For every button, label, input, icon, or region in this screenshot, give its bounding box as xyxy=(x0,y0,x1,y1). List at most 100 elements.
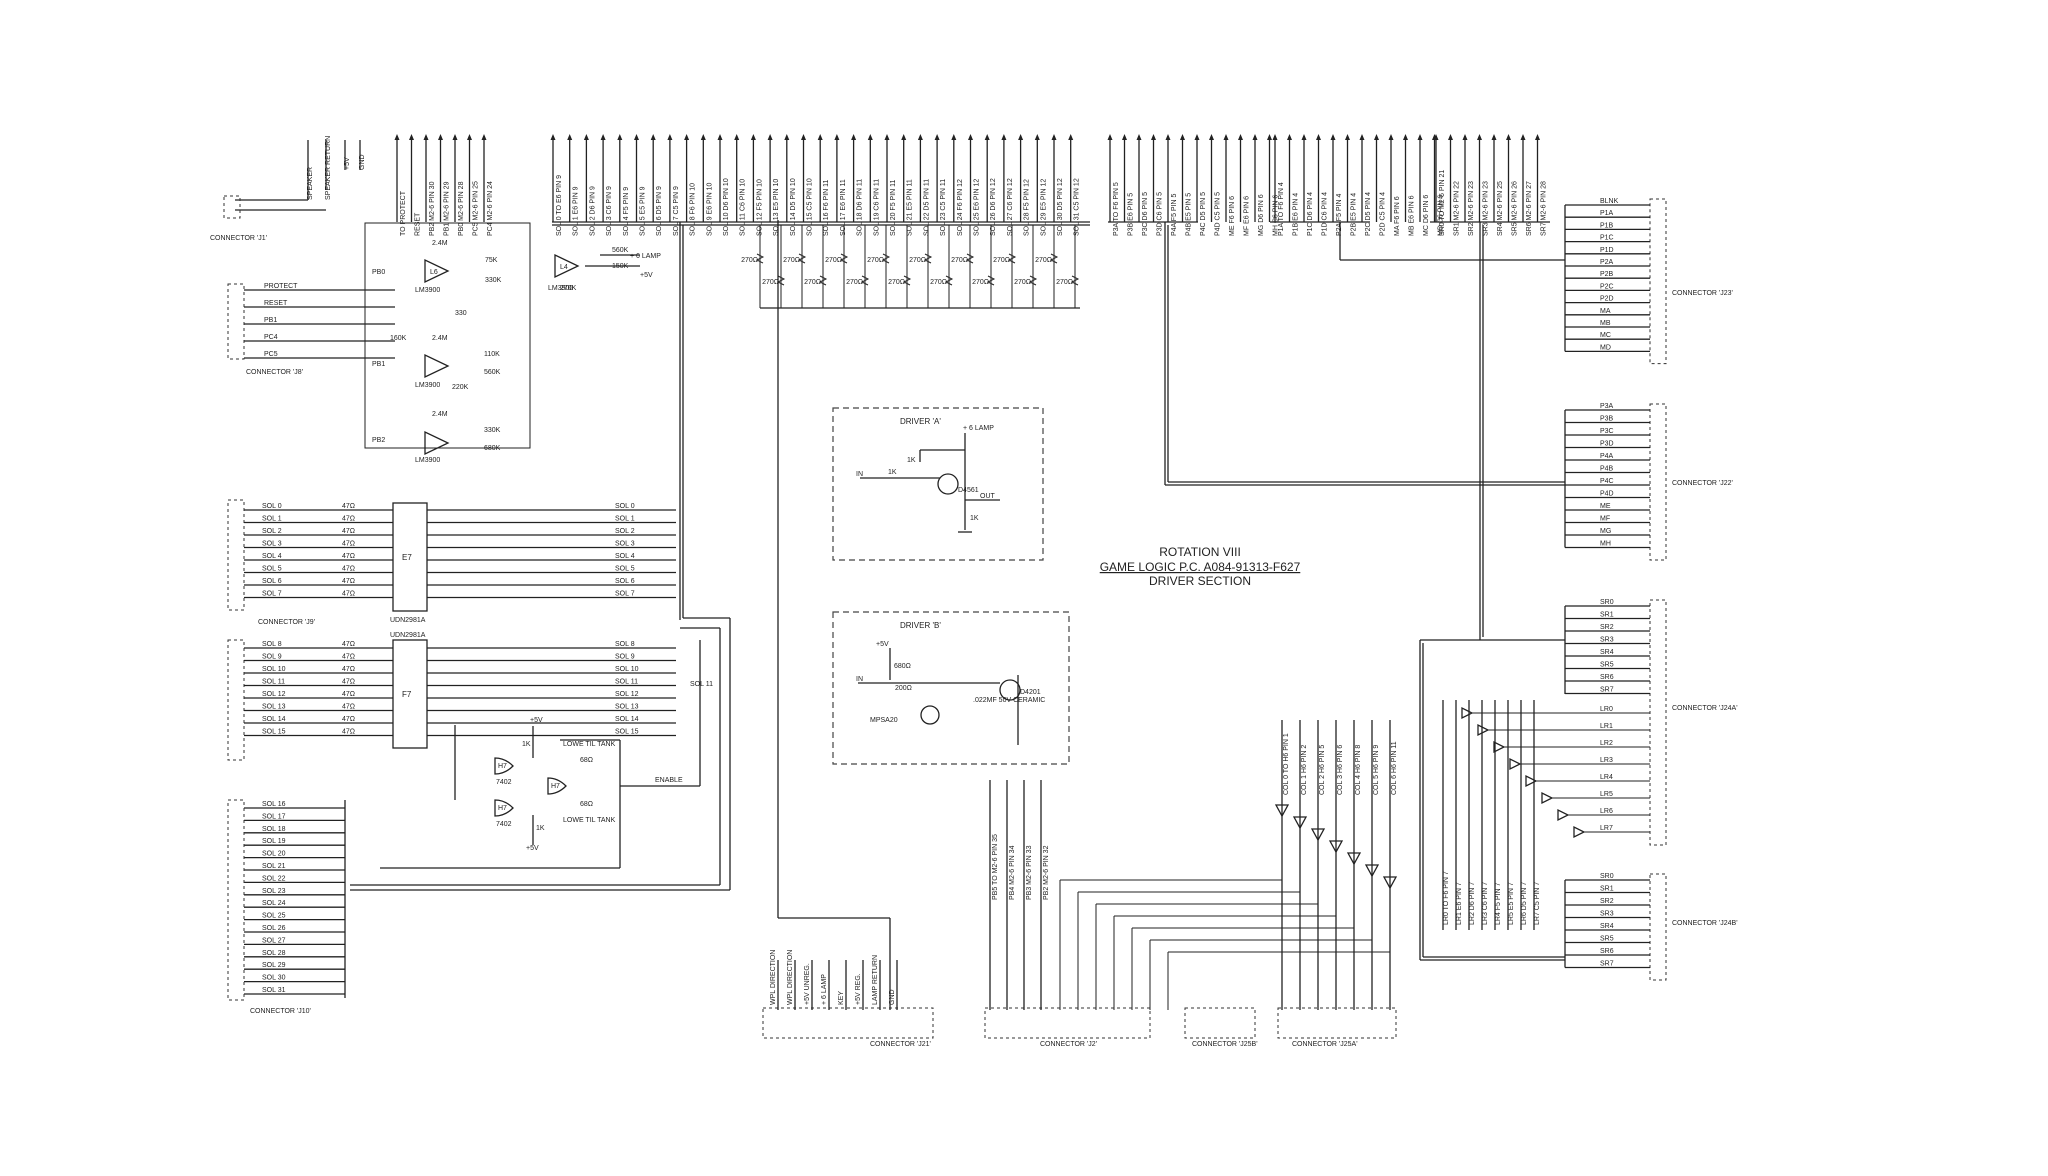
h7-gates: H7 H7 H7 7402 7402 LOWE TIL TANK LOWE TI… xyxy=(380,717,621,869)
j22_pins-pin-7: P4D xyxy=(1600,491,1614,498)
connector-j21-label: CONNECTOR 'J21' xyxy=(870,1041,931,1048)
pullup-2: 270Ω xyxy=(783,257,800,264)
j21-wire-7: GND xyxy=(889,989,896,1005)
driver-b-transistor xyxy=(999,679,1021,701)
connector-j8-body xyxy=(227,283,245,360)
pullup-7: 270Ω xyxy=(888,279,905,286)
l4-label: L4 xyxy=(560,264,568,271)
lr-buffer-3 xyxy=(1509,757,1522,771)
pullup-8: 270Ω xyxy=(909,257,926,264)
lm3900-amp-4 xyxy=(554,253,580,279)
col-buffer-0 xyxy=(1274,804,1290,818)
j24a-pin-1: SR1 xyxy=(1600,612,1614,619)
col-wire-2: COL 2 H6 PIN 5 xyxy=(1319,745,1326,795)
j2-wire-1: PB4 M2-6 PIN 34 xyxy=(1009,845,1016,900)
top_sol-label-7: SOL 7 C5 PIN 9 xyxy=(673,186,680,236)
top_p-label-0: P3A TO F6 PIN 5 xyxy=(1113,182,1120,236)
lr-wire-5: LR5 E5 PIN 7 xyxy=(1508,882,1515,925)
j24b_pins-pin-3: SR3 xyxy=(1600,911,1614,918)
col-wire-6: COL 6 H6 PIN 11 xyxy=(1391,741,1398,795)
h7-part-2: 7402 xyxy=(496,821,512,828)
sol_lo-right-1: SOL 1 xyxy=(615,516,635,523)
driver-a-label: DRIVER 'A' xyxy=(900,417,941,426)
j21-wire-4: KEY xyxy=(838,991,845,1005)
top_sol-label-0: SOL 0 TO E6 PIN 9 xyxy=(556,175,563,236)
lm3900-label-2: LM3900 xyxy=(415,382,440,389)
lr-wire-6: LR6 D5 PIN 7 xyxy=(1521,882,1528,925)
col-buffer-2 xyxy=(1310,828,1326,842)
j23_pins-pin-11: MC xyxy=(1600,332,1611,339)
top_sr-label-0: SR0 TO M2-6 PIN 21 xyxy=(1439,170,1446,236)
sol_mid-left-5: SOL 13 xyxy=(262,704,286,711)
r68-1: 68Ω xyxy=(580,757,593,764)
connector-j25b-body xyxy=(1184,1007,1256,1039)
col-buffer-5 xyxy=(1364,864,1380,878)
connector-j10-label: CONNECTOR 'J10' xyxy=(250,1008,311,1015)
pullup-12: 270Ω xyxy=(993,257,1010,264)
sol_mid-r47-2: 47Ω xyxy=(342,666,355,673)
lr-wire-7: LR7 C5 PIN 7 xyxy=(1534,882,1541,925)
enable-tag: ENABLE xyxy=(655,777,683,784)
pullup-3: 270Ω xyxy=(804,279,821,286)
j8-input-1: RESET xyxy=(264,300,288,307)
top_p2-label-4: P2A F5 PIN 4 xyxy=(1336,193,1343,236)
lm3900-label-1: LM3900 xyxy=(415,287,440,294)
driver-b-pre: MPSA20 xyxy=(870,717,898,724)
sol_mid-left-6: SOL 14 xyxy=(262,716,286,723)
top_sol-label-24: SOL 24 F6 PIN 12 xyxy=(957,179,964,236)
top_p-label-10: MG D6 PIN 6 xyxy=(1258,194,1265,236)
top_p2-label-9: MB E6 PIN 6 xyxy=(1409,195,1416,236)
driver-a-inset: DRIVER 'A' + 6 LAMP 1K IN 1K D4561 OUT 1… xyxy=(832,407,1044,561)
j8-input-3: PC4 xyxy=(264,334,278,341)
sol-hi-4: SOL 20 xyxy=(262,851,286,858)
col-wire-4: COL 4 H6 PIN 8 xyxy=(1355,745,1362,795)
j23_pins-pin-2: P1B xyxy=(1600,222,1614,229)
j22-label: CONNECTOR 'J22' xyxy=(1672,480,1733,487)
lr-wire-3: LR3 C6 PIN 7 xyxy=(1482,882,1489,925)
chip-e7-ref: E7 xyxy=(402,553,412,562)
lr-wire-1: LR1 E6 PIN 7 xyxy=(1456,882,1463,925)
lr-buffer-2 xyxy=(1493,740,1506,754)
top_sol-label-2: SOL 2 D6 PIN 9 xyxy=(589,186,596,236)
chip-e7 xyxy=(392,502,428,612)
sol-hi-8: SOL 24 xyxy=(262,900,286,907)
r110k: 110K xyxy=(484,351,500,358)
driver-a-box xyxy=(832,407,1044,561)
pullup-10: 270Ω xyxy=(951,257,968,264)
j23-label: CONNECTOR 'J23' xyxy=(1672,290,1733,297)
driver-b-r2: 200Ω xyxy=(895,685,912,692)
h7-gate-1 xyxy=(494,757,514,775)
pullup-5: 270Ω xyxy=(846,279,863,286)
top_sol-label-23: SOL 23 C5 PIN 11 xyxy=(940,179,947,236)
chip-f7-ref: F7 xyxy=(402,690,412,699)
pb1-label: PB1 xyxy=(372,361,385,368)
top_sr-label-1: SR1 M2-6 PIN 22 xyxy=(1454,181,1461,236)
sol_lo-r47-0: 47Ω xyxy=(342,503,355,510)
top_sol-label-31: SOL 31 C5 PIN 12 xyxy=(1074,178,1081,236)
driver-b-supply: +5V xyxy=(876,641,889,648)
bottom-connectors: CONNECTOR 'J2' CONNECTOR 'J25B' CONNECTO… xyxy=(984,1007,1397,1048)
top_p2-label-1: P1B E6 PIN 4 xyxy=(1293,193,1300,236)
driver-a-r2: 1K xyxy=(888,469,897,476)
title-line-3: DRIVER SECTION xyxy=(1149,574,1251,588)
lowe-label-1: LOWE TIL TANK xyxy=(563,741,616,748)
driver-a-in: IN xyxy=(856,471,863,478)
j23_pins-pin-4: P1D xyxy=(1600,247,1614,254)
sol_mid-right-2: SOL 10 xyxy=(615,666,639,673)
sol-hi-11: SOL 27 xyxy=(262,937,286,944)
sol_lo-left-3: SOL 3 xyxy=(262,541,282,548)
sol_lo-left-2: SOL 2 xyxy=(262,528,282,535)
top_signals_a-label-0: TO PROTECT xyxy=(400,190,407,236)
sol_lo-r47-6: 47Ω xyxy=(342,578,355,585)
driver-b-label: DRIVER 'B' xyxy=(900,621,941,630)
sol_lo-r47-5: 47Ω xyxy=(342,566,355,573)
j21-wire-0: WPL DIRECTION xyxy=(770,950,777,1005)
col-wire-3: COL 3 H6 PIN 6 xyxy=(1337,745,1344,795)
top_sr-label-4: SR4 M2-6 PIN 25 xyxy=(1497,181,1504,236)
r75k: 75K xyxy=(485,257,498,264)
driver-a-supply: + 6 LAMP xyxy=(963,425,994,432)
